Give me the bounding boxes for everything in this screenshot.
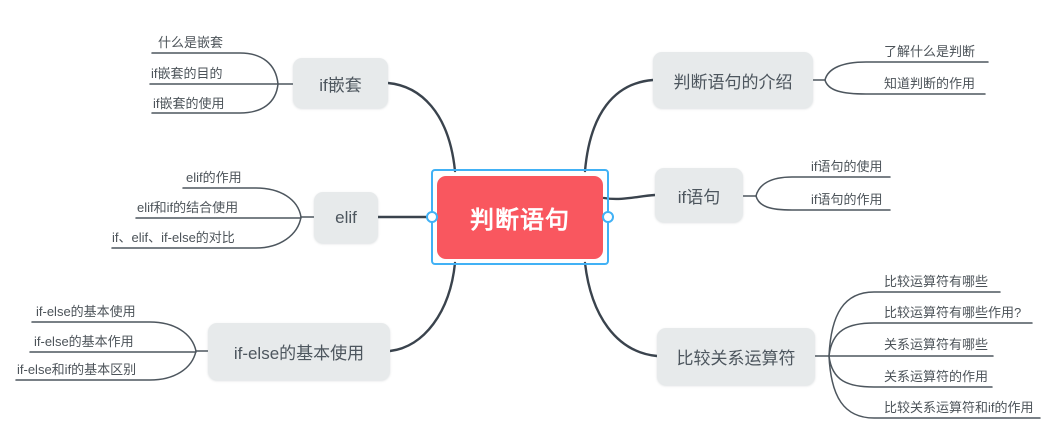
topic-comparison-operators[interactable]: 比较关系运算符 [657, 328, 815, 385]
subtopic-label[interactable]: if嵌套的目的 [151, 66, 223, 81]
subtopic-label[interactable]: if-else的基本作用 [34, 334, 134, 349]
topic-label: elif [335, 207, 357, 227]
topic-if-statement[interactable]: if语句 [655, 168, 743, 222]
subtopic-label[interactable]: 关系运算符的作用 [884, 369, 989, 384]
subtopic-label[interactable]: 了解什么是判断 [884, 44, 976, 59]
central-topic-label: 判断语句 [470, 207, 570, 234]
subtopic-line [828, 322, 1033, 357]
subtopic-line [828, 291, 1001, 357]
subtopic-label[interactable]: if-else和if的基本区别 [17, 362, 137, 377]
subtopic-line [824, 61, 989, 81]
subtopic-line [31, 321, 197, 352]
subtopic-connectors [15, 52, 1041, 419]
subtopic-label[interactable]: 知道判断的作用 [884, 76, 976, 91]
subtopic-line [828, 355, 1041, 419]
subtopic-line [755, 195, 891, 211]
subtopic-line [151, 52, 279, 85]
subtopic-label[interactable]: 什么是嵌套 [158, 35, 224, 50]
topic-if-nesting[interactable]: if嵌套 [293, 58, 388, 108]
selection-handle-left[interactable] [426, 211, 438, 223]
topic-judgment-intro[interactable]: 判断语句的介绍 [653, 52, 813, 108]
central-topic-node[interactable]: 判断语句 [437, 176, 603, 259]
selection-handle-right[interactable] [602, 211, 614, 223]
subtopic-label[interactable]: 关系运算符有哪些 [884, 337, 989, 352]
subtopic-label[interactable]: if语句的作用 [811, 192, 883, 207]
subtopic-label[interactable]: if、elif、if-else的对比 [112, 230, 235, 245]
subtopic-line [15, 350, 197, 381]
subtopic-label[interactable]: if嵌套的使用 [153, 96, 225, 111]
branch-curve-if-statement [602, 193, 657, 201]
subtopic-label[interactable]: 比较关系运算符和if的作用 [884, 400, 1034, 415]
topic-label: if-else的基本使用 [233, 344, 365, 363]
subtopic-label[interactable]: if语句的使用 [811, 159, 883, 174]
subtopic-line [151, 83, 279, 114]
topic-label: if嵌套 [319, 75, 362, 95]
subtopic-line [828, 355, 993, 388]
subtopic-line [824, 79, 986, 95]
branch-curve-intro [583, 78, 655, 173]
branch-curve-if-else [388, 261, 457, 353]
subtopic-line [755, 176, 891, 197]
subtopic-label[interactable]: 比较运算符有哪些 [884, 274, 989, 289]
subtopic-line [182, 187, 302, 218]
subtopic-label[interactable]: elif的作用 [186, 170, 242, 185]
subtopic-label[interactable]: elif和if的结合使用 [137, 200, 239, 215]
subtopic-label[interactable]: 比较运算符有哪些作用? [884, 305, 1022, 320]
topic-if-else-basic-usage[interactable]: if-else的基本使用 [208, 323, 390, 380]
topic-label: 比较关系运算符 [676, 349, 796, 368]
topic-label: if语句 [677, 187, 721, 207]
subtopic-line [111, 216, 302, 249]
topic-label: 判断语句的介绍 [673, 72, 793, 92]
branch-curve-comparison [583, 261, 659, 358]
main-branch-curves [376, 78, 659, 358]
topic-elif[interactable]: elif [314, 192, 378, 243]
branch-curve-if-nesting [386, 81, 457, 173]
subtopic-label[interactable]: if-else的基本使用 [36, 304, 136, 319]
